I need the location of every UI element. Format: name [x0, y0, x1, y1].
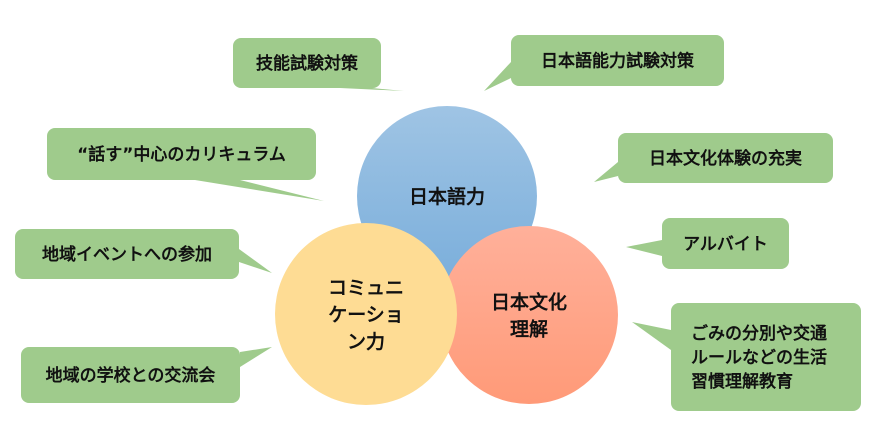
callout-label: アルバイト [683, 235, 768, 255]
callout-label: 技能試験対策 [256, 53, 359, 74]
callout-label: ルールなどの生活 [691, 347, 827, 368]
callout-label: “話す”中心のカリキュラム [77, 144, 286, 165]
callout-box [233, 38, 381, 88]
circle-label: ケーショ [328, 304, 404, 326]
circle-label: ン力 [347, 330, 385, 353]
callout-label: 習慣理解教育 [691, 371, 793, 392]
callout-tail [626, 240, 662, 256]
callout-box [511, 35, 724, 86]
callout-culture-experience: 日本文化体験の充実 [594, 133, 833, 183]
circle-shape [275, 223, 457, 405]
callout-box [47, 128, 316, 180]
callout-label: 地域イベントへの参加 [42, 244, 212, 265]
callout-box [15, 229, 239, 279]
callout-label: 地域の学校との交流会 [46, 365, 216, 386]
callout-school-exchange: 地域の学校との交流会 [21, 347, 272, 403]
circle-label: 日本文化 [491, 291, 567, 314]
callout-local-events: 地域イベントへの参加 [15, 229, 272, 279]
callout-tail [239, 249, 272, 273]
callout-jlpt: 日本語能力試験対策 [484, 35, 724, 91]
circle-label: 日本語力 [409, 185, 485, 208]
callout-box [618, 133, 833, 183]
callout-skill-test: 技能試験対策 [233, 38, 404, 91]
callout-label: ごみの分別や交通 [691, 323, 827, 344]
callout-box [21, 347, 240, 403]
callout-part-time-job: アルバイト [626, 218, 789, 269]
callout-tail [632, 322, 671, 350]
callout-tail [594, 162, 618, 182]
callout-box [671, 303, 861, 411]
circle-label: コミュニ [328, 277, 404, 299]
callout-tail [340, 88, 404, 91]
circle-shape [440, 226, 618, 404]
callout-tail [195, 180, 324, 201]
callout-tail [484, 62, 511, 91]
callout-box [662, 218, 789, 269]
circle-label: 理解 [510, 318, 548, 341]
callout-label: 日本文化体験の充実 [649, 148, 802, 169]
callout-tail [240, 347, 272, 367]
callout-label: 日本語能力試験対策 [541, 51, 695, 72]
callout-speaking-curriculum: “話す”中心のカリキュラム [47, 128, 324, 201]
